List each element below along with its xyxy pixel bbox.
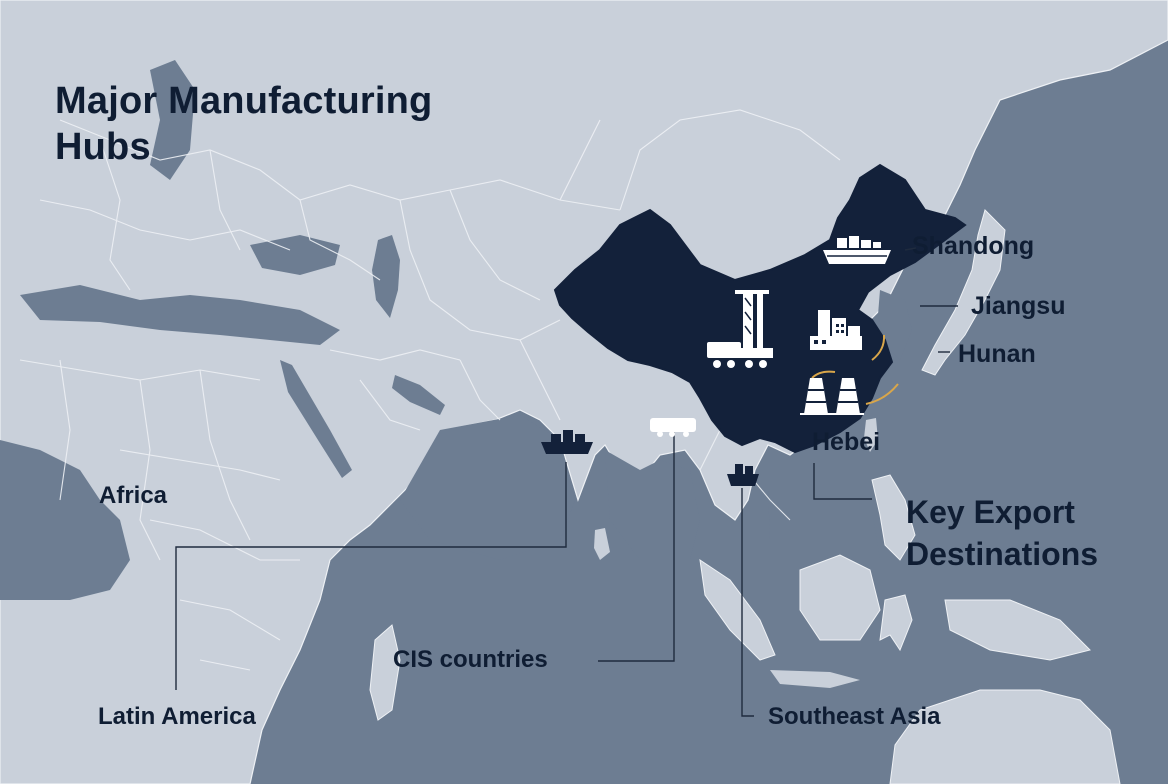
export-heading-line-2: Destinations xyxy=(906,536,1099,572)
red-sea xyxy=(280,360,352,478)
destination-label-latin-america: Latin America xyxy=(98,703,256,730)
destination-label-cis: CIS countries xyxy=(393,646,548,673)
bay-of-bengal xyxy=(605,450,700,560)
export-destinations-heading: Key Export Destinations xyxy=(906,491,1098,575)
connector-lines xyxy=(175,247,958,717)
map-title-line-2: Hubs xyxy=(55,126,151,168)
taiwan xyxy=(864,418,878,452)
destination-label-africa: Africa xyxy=(99,482,168,509)
sumatra xyxy=(699,558,776,661)
ship-icon-west xyxy=(541,430,593,454)
cargo-ship-icon xyxy=(823,236,891,264)
persian-gulf xyxy=(392,375,445,415)
sri-lanka xyxy=(594,528,610,560)
connector-hebei xyxy=(813,463,872,500)
country-borders xyxy=(19,109,841,671)
connector-cis xyxy=(598,432,675,662)
hub-label-hunan: Hunan xyxy=(958,340,1036,368)
connector-africa xyxy=(175,462,567,690)
atlantic-west xyxy=(0,440,130,600)
rail-freight-icon xyxy=(650,418,696,437)
australia xyxy=(889,689,1121,784)
flow-arrow-3 xyxy=(811,370,836,379)
export-heading-line-1: Key Export xyxy=(906,494,1075,530)
map-title-line-1: Major Manufacturing xyxy=(55,80,433,122)
arabian-sea xyxy=(400,415,575,560)
caspian-sea xyxy=(372,235,400,318)
map-title: Major Manufacturing Hubs xyxy=(55,78,432,170)
flow-arrows xyxy=(811,334,899,405)
black-sea xyxy=(250,235,340,275)
flow-arrow-2 xyxy=(865,383,899,405)
borneo xyxy=(799,554,881,641)
mediterranean-sea xyxy=(20,285,340,345)
hub-label-shandong: Shandong xyxy=(912,232,1035,260)
destination-label-southeast-asia: Southeast Asia xyxy=(768,703,941,730)
japan xyxy=(921,209,1006,376)
flow-arrow-1 xyxy=(871,334,886,361)
new-guinea xyxy=(944,599,1091,661)
philippines xyxy=(871,474,916,561)
madagascar xyxy=(369,624,401,721)
baltic-sea xyxy=(150,60,195,180)
connector-southeast-asia xyxy=(741,488,754,717)
ship-icon-south xyxy=(727,464,759,486)
factory-icon xyxy=(810,310,862,350)
sulawesi xyxy=(879,594,913,652)
cooling-tower-icon xyxy=(800,378,864,415)
hub-label-jiangsu: Jiangsu xyxy=(971,292,1066,320)
java xyxy=(770,670,860,688)
drilling-rig-truck-icon xyxy=(707,290,773,368)
connector-shandong xyxy=(904,247,917,251)
hub-label-hebei: Hebei xyxy=(812,428,881,456)
